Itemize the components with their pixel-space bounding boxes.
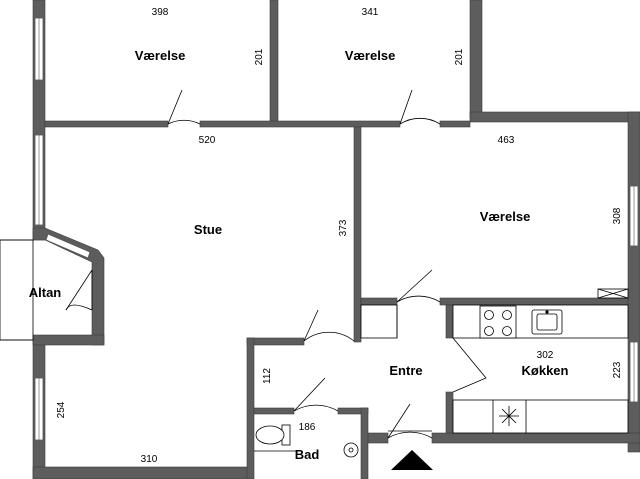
wall-living-top-mid (199, 120, 401, 128)
wall-bottom-left (32, 466, 252, 479)
wall-bathroom-top-left (253, 407, 295, 415)
wall-bedroom2-right (469, 0, 483, 119)
room-label-living: Stue (194, 222, 222, 237)
sink-basin (536, 313, 558, 331)
wall-living-top-left (44, 120, 169, 128)
bay-window (45, 233, 91, 259)
dim-bedroom-2-depth: 201 (454, 48, 465, 65)
dim-bedroom-3-width: 463 (498, 135, 515, 146)
drain (348, 447, 354, 453)
dim-bedroom-1-width: 398 (152, 7, 169, 18)
wall-kitchen-left-lower (445, 391, 454, 434)
wall-bedroom3-bottom-right (439, 297, 629, 306)
door-kitchen (452, 337, 487, 393)
room-label-balcony: Altan (29, 285, 62, 300)
burner (502, 310, 512, 320)
door-bedroom1 (167, 89, 201, 125)
balcony-outline (0, 239, 34, 341)
room-label-entrance: Entre (389, 363, 422, 378)
room-label-kitchen: Køkken (522, 363, 569, 378)
room-label-bathroom: Bad (295, 447, 320, 462)
doors (167, 89, 487, 439)
bay-bottom-wall (32, 334, 105, 346)
dim-living-lower-depth: 254 (56, 401, 67, 418)
dim-kitchen-depth: 223 (612, 361, 623, 378)
room-label-bedroom-1: Værelse (135, 48, 186, 63)
door-bedroom2 (399, 89, 441, 125)
wall-bedroom-divider (269, 0, 279, 127)
windows (34, 17, 639, 441)
entrance-closet (360, 304, 398, 339)
dim-entrance-depth: 112 (262, 368, 273, 384)
dim-bathroom-width: 186 (299, 422, 316, 433)
wall-living-bedroom3 (353, 126, 362, 343)
wall-entrance-bottom-left (367, 432, 389, 444)
fixtures (254, 288, 629, 458)
wall-bedroom3-bottom-left (360, 297, 398, 306)
sink-tap (545, 310, 549, 314)
dim-bedroom-3-depth: 308 (612, 207, 623, 224)
dim-bedroom-1-depth: 201 (254, 48, 265, 65)
wall-bathroom-right (360, 407, 369, 479)
burner (484, 326, 494, 336)
room-label-bedroom-2: Værelse (345, 48, 396, 63)
toilet-bowl (255, 425, 285, 445)
triangle-up-icon (391, 450, 433, 470)
wall-living-top-right (439, 120, 471, 128)
burner (502, 326, 512, 336)
dim-bedroom-2-width: 341 (362, 7, 379, 18)
wall-bedroom3-top (469, 111, 640, 123)
kitchen-counter-bottom (452, 399, 629, 434)
burner (484, 310, 494, 320)
dim-living-depth: 373 (338, 219, 349, 236)
wall-entrance-bottom-right (431, 432, 640, 444)
dim-living-width: 520 (199, 135, 216, 146)
door-bedroom3 (396, 269, 441, 303)
fridge-symbol (499, 406, 519, 426)
dim-kitchen-width: 302 (537, 350, 554, 361)
door-living (303, 309, 355, 342)
door-bathroom (293, 377, 339, 412)
wall-kitchen-left-upper (445, 304, 454, 339)
dim-living-lower-width: 310 (141, 454, 158, 465)
wall-bathroom-left (246, 337, 255, 479)
wall-living-bottom (246, 337, 305, 346)
balcony-bay (0, 227, 105, 346)
room-label-bedroom-3: Værelse (480, 209, 531, 224)
door-entrance (387, 403, 433, 439)
